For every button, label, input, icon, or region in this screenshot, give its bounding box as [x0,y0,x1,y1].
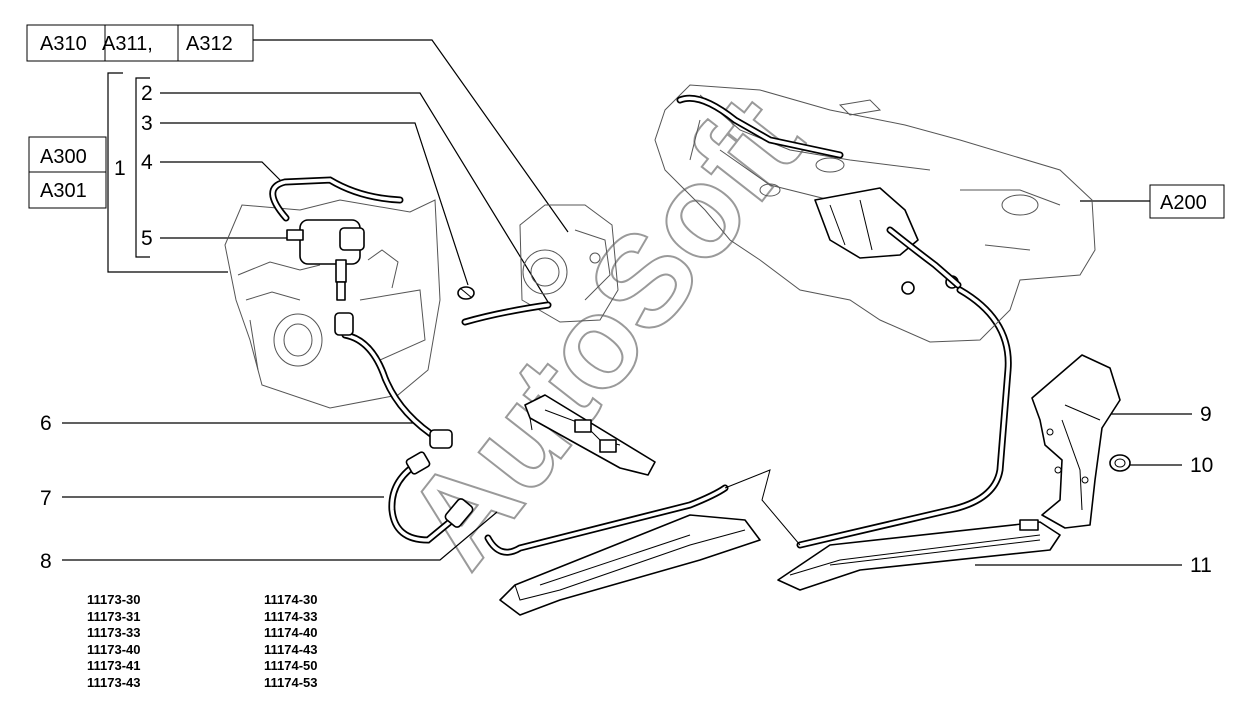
model-code: 11174-30 [264,592,318,607]
leader-2 [160,92,549,303]
model-code: 11174-53 [264,674,318,690]
a312-box [177,24,254,62]
watermark-text: AutoSoft [377,70,830,592]
part-box-group-a310-a312: A310 A311, A312 [26,24,254,62]
fuel-line-rear [796,286,1012,549]
engine-block [224,199,441,409]
floor-rail-front [499,514,761,616]
model-code: 11173-30 [87,592,141,607]
callout-3: 3 [141,112,153,135]
model-codes-right: 11174-30 11174-33 11174-40 11174-43 1117… [264,592,318,691]
part-box-a311[interactable]: A311, [102,33,153,55]
callout-10: 10 [1190,454,1213,477]
model-code: 11173-33 [87,625,141,640]
callout-8: 8 [40,550,52,573]
nut-part-10 [1109,454,1131,472]
hose-part-6 [341,331,444,444]
leader-a312 [253,39,569,233]
heat-shield-part-9 [1031,354,1121,529]
callout-11: 11 [1190,554,1212,577]
part-box-a200[interactable]: A200 [1160,192,1207,214]
part-box-a300[interactable]: A300 [40,146,87,168]
callout-4: 4 [141,151,153,174]
callout-2: 2 [141,82,153,105]
bracket-2-5 [135,77,150,258]
callout-5: 5 [141,227,153,250]
model-code: 11173-31 [87,608,141,624]
model-code: 11173-41 [87,658,141,673]
model-code: 11173-40 [87,641,141,657]
model-code: 11173-43 [87,674,141,690]
clip-part-3 [457,286,475,300]
charcoal-canister [814,187,959,295]
model-codes-left: 11173-30 11173-31 11173-33 11173-40 1117… [87,592,141,691]
leader-4 [160,161,286,186]
bracket-1 [107,72,228,273]
connector-part-8 [405,451,474,528]
break-line-left [724,469,801,546]
a301-box [28,171,107,209]
part-box-a301[interactable]: A301 [40,180,87,202]
callout-6: 6 [40,412,52,435]
callout-7: 7 [40,487,52,510]
model-code: 11174-40 [264,625,318,640]
fuel-rail-bracket [524,394,656,476]
leader-8 [62,511,498,561]
callout-9: 9 [1200,403,1212,426]
model-code: 11174-33 [264,608,318,624]
watermark: AutoSoft [376,69,831,593]
solenoid-valve-part-5 [286,219,365,301]
part-box-group-a300-a301: A300 A301 [28,136,107,209]
part-box-a312[interactable]: A312 [186,33,233,55]
connector-part-6 [334,312,453,449]
model-code: 11174-50 [264,658,318,673]
model-code: 11174-43 [264,641,318,657]
part-box-a310[interactable]: A310 [40,33,87,55]
fuel-tank [654,84,1096,343]
callout-1: 1 [114,157,126,180]
floor-rail-part-11 [777,519,1061,591]
leader-3 [160,122,469,286]
